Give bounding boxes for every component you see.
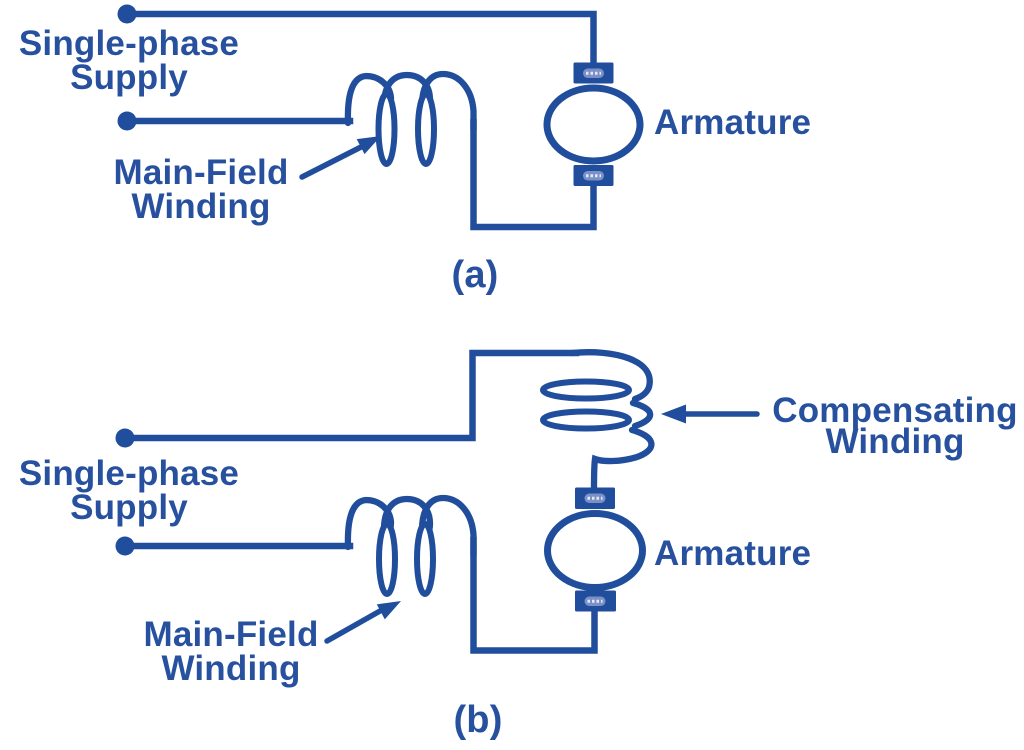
- supply-label-b-line2: Supply: [70, 488, 188, 527]
- arrow-head: [356, 136, 381, 155]
- compensating-winding-pointer-arrow: [661, 404, 760, 424]
- wire-supply-top-a: [123, 10, 597, 74]
- main-field-winding-coil-a: [344, 70, 477, 167]
- compensating-winding-label: Compensating Winding: [762, 391, 1024, 461]
- coil-hump: [418, 494, 477, 560]
- supply-label-a: Single-phase Supply: [8, 24, 250, 97]
- coil-hump: [590, 426, 655, 493]
- coil-loop: [415, 91, 437, 167]
- supply-label-b-line1: Single-phase: [18, 454, 240, 493]
- field-label-a-line2: Winding: [131, 187, 271, 226]
- circuit-a: [117, 4, 644, 231]
- supply-terminal-dot: [117, 4, 137, 24]
- field-label-b-line1: Main-Field: [143, 615, 319, 654]
- compensating-winding-coil: [540, 349, 655, 493]
- wire-armature-return-a: [470, 118, 597, 231]
- compensating-label-line2: Winding: [825, 422, 965, 461]
- compensating-label-line1: Compensating: [772, 391, 1018, 430]
- arrow-head: [661, 404, 686, 424]
- supply-terminal-dot: [117, 111, 137, 131]
- arrow-head: [376, 601, 401, 620]
- caption-a: (a): [451, 254, 499, 296]
- armature-circle: [543, 84, 644, 165]
- coil-hump: [629, 399, 654, 430]
- circuit-b: [115, 349, 760, 654]
- brush-pad: [583, 68, 604, 78]
- supply-label-a-line2: Supply: [70, 58, 188, 97]
- brush-pad: [584, 493, 606, 503]
- armature-circle: [544, 510, 646, 591]
- main-field-winding-coil-b: [344, 494, 477, 597]
- armature-label-a: Armature: [654, 103, 812, 142]
- coil-hump: [568, 349, 653, 403]
- coil-loop: [376, 521, 398, 597]
- brush-pad: [583, 171, 604, 181]
- field-label-a-line1: Main-Field: [113, 153, 289, 192]
- supply-terminal-dot: [115, 536, 135, 556]
- arrow-shaft: [299, 143, 366, 180]
- brush-pad: [584, 596, 606, 606]
- arrow-shaft: [324, 608, 383, 644]
- coil-loop: [414, 521, 436, 597]
- supply-label-a-line1: Single-phase: [18, 24, 240, 63]
- armature-symbol-a: [543, 62, 644, 186]
- coil-hump: [418, 70, 477, 134]
- supply-label-b: Single-phase Supply: [8, 454, 250, 527]
- armature-symbol-b: [544, 487, 646, 612]
- wire-supply-top-b: [121, 349, 580, 442]
- coil-loop: [375, 91, 398, 167]
- field-winding-pointer-arrow-b: [324, 601, 401, 644]
- main-field-winding-label-a: Main-Field Winding: [95, 153, 307, 226]
- field-winding-pointer-arrow-a: [299, 136, 381, 180]
- main-field-winding-label-b: Main-Field Winding: [125, 615, 337, 688]
- caption-b: (b): [453, 699, 503, 741]
- coil-loop: [540, 408, 632, 432]
- supply-terminal-dot: [115, 428, 135, 448]
- field-label-b-line2: Winding: [161, 649, 301, 688]
- wire-armature-return-b: [470, 536, 598, 654]
- armature-label-b: Armature: [654, 534, 812, 573]
- coil-loop: [540, 378, 632, 402]
